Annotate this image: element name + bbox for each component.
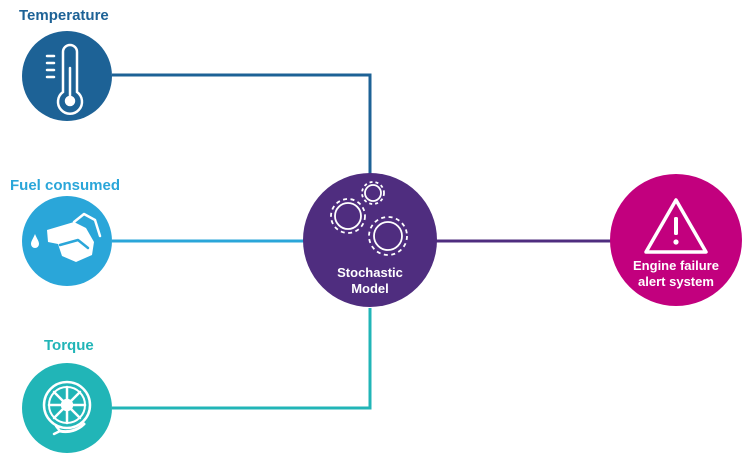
fuel-consumed-label: Fuel consumed	[10, 177, 121, 194]
alert-label-line1: Engine failure	[633, 258, 719, 273]
model-label: Stochastic Model	[303, 265, 437, 297]
model-label-line2: Model	[351, 281, 389, 296]
torque-label: Torque	[44, 337, 94, 354]
connector-torque	[112, 308, 372, 410]
alert-label-line2: alert system	[638, 274, 714, 289]
temperature-label: Temperature	[19, 7, 109, 24]
connector-temperature	[112, 73, 372, 190]
gears-icon	[330, 181, 408, 256]
model-label-line1: Stochastic	[337, 265, 403, 280]
wheel-icon	[42, 380, 92, 436]
alert-label: Engine failure alert system	[610, 258, 742, 290]
warning-triangle-icon	[644, 198, 708, 254]
fuel-nozzle-icon	[31, 212, 102, 262]
engine-alert-node	[610, 174, 742, 306]
stochastic-model-node	[303, 173, 437, 307]
torque-node	[22, 363, 112, 453]
fuel-consumed-node	[22, 196, 112, 286]
temperature-node	[22, 31, 112, 121]
thermometer-icon	[45, 43, 84, 115]
